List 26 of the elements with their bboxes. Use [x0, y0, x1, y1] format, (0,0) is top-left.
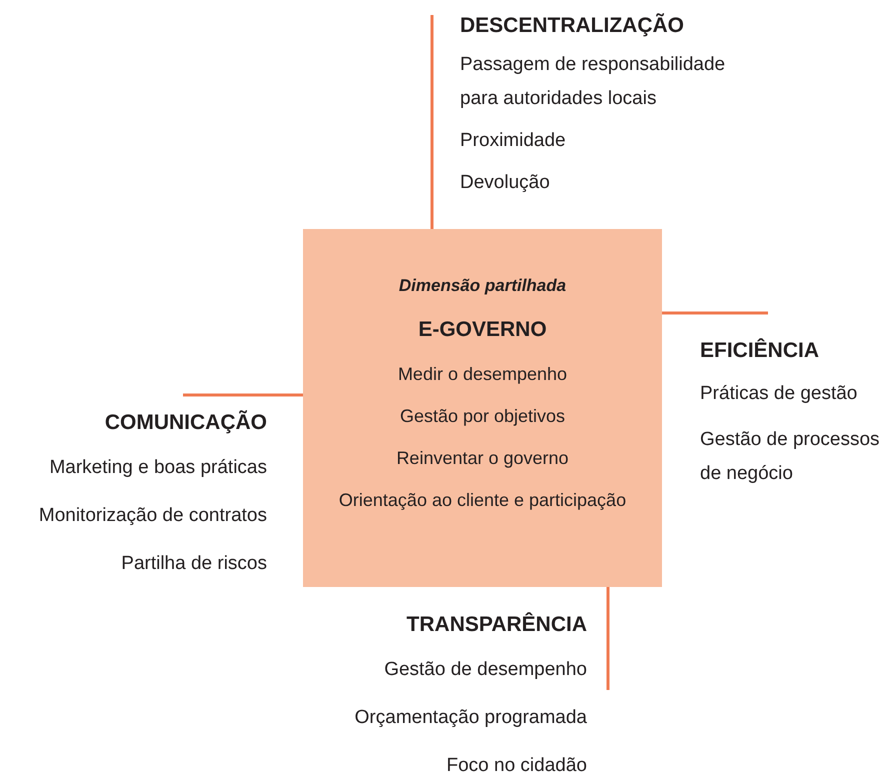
- list-item: Devolução: [460, 171, 550, 195]
- list-item: Passagem de responsabilidade para autoridades locais: [460, 53, 726, 111]
- list-item: Gestão de processos de negócio: [700, 428, 881, 486]
- list-item: Monitorização de contratos: [38, 504, 267, 528]
- connector-line: [183, 394, 303, 396]
- connector-line: [662, 312, 768, 314]
- list-item: Reinventar o governo: [396, 447, 569, 470]
- category-heading: COMUNICAÇÃO: [104, 409, 267, 436]
- list-item: Foco no cidadão: [446, 754, 587, 772]
- list-item: Partilha de riscos: [121, 552, 267, 576]
- connector-line: [606, 587, 610, 690]
- box-title: E-GOVERNO: [418, 317, 547, 343]
- list-item: Orientação ao cliente e participação: [338, 489, 626, 512]
- list-item: Proximidade: [460, 129, 566, 153]
- connector-line: [430, 15, 434, 229]
- list-item: Gestão de desempenho: [384, 658, 587, 682]
- list-item: Medir o desempenho: [398, 363, 568, 386]
- list-item: Práticas de gestão: [700, 382, 858, 406]
- category-heading: TRANSPARÊNCIA: [406, 611, 587, 638]
- concept-box: [303, 229, 662, 587]
- subheading: Dimensão partilhada: [398, 275, 566, 297]
- category-heading: EFICIÊNCIA: [700, 337, 820, 364]
- list-item: Marketing e boas práticas: [49, 456, 267, 480]
- list-item: Gestão por objetivos: [400, 405, 566, 428]
- category-heading: DESCENTRALIZAÇÃO: [460, 12, 684, 39]
- list-item: Orçamentação programada: [354, 706, 587, 730]
